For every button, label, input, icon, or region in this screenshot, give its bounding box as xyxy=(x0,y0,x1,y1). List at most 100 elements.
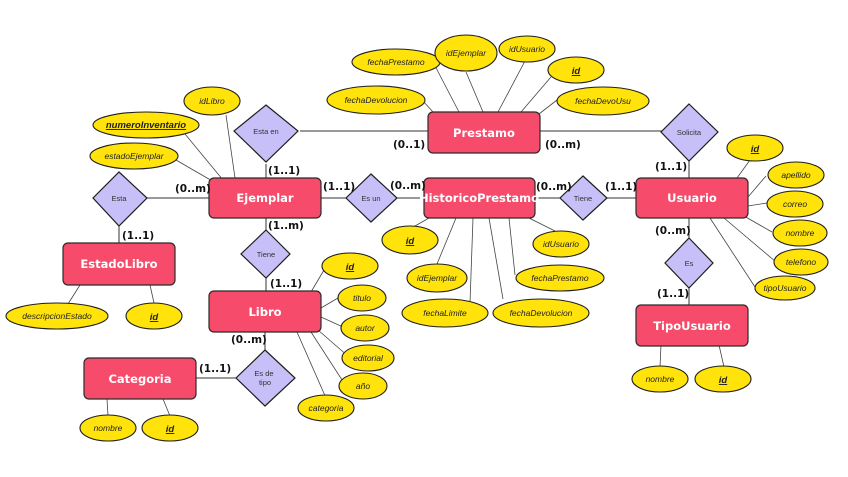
attribute-historico-fechalimite[interactable]: fechaLimite xyxy=(401,298,489,328)
cardinality-prestamo-esta-en: (0..1) xyxy=(393,139,425,151)
attribute-label: telefono xyxy=(786,257,817,267)
entity-label: Categoria xyxy=(108,372,171,386)
attribute-label: idUsuario xyxy=(543,239,579,249)
cardinality-libro-tiene: (1..1) xyxy=(270,278,302,290)
relationship-es[interactable]: Es xyxy=(664,237,714,289)
attribute-label: id xyxy=(166,424,175,435)
attribute-label: id xyxy=(346,262,355,273)
relationship-esta-en[interactable]: Esta en xyxy=(233,104,299,163)
cardinality-ejemplar-esta-en: (1..1) xyxy=(268,165,300,177)
attribute-historico-fechadevolucion[interactable]: fechaDevolucion xyxy=(492,298,590,328)
attribute-estadolibro-descripcionestado[interactable]: descripcionEstado xyxy=(5,302,109,330)
attribute-ejemplar-numeroinventario[interactable]: numeroInventario xyxy=(92,111,200,139)
attribute-label: idEjemplar xyxy=(446,48,487,58)
attribute-prestamo-idejemplar[interactable]: idEjemplar xyxy=(434,34,498,72)
cardinalities: (1..1) (0..1) (0..m) (1..1) (0..m) (1..1… xyxy=(122,139,691,375)
attribute-usuario-id[interactable]: id xyxy=(726,134,784,162)
attribute-prestamo-fechadevolucion[interactable]: fechaDevolucion xyxy=(326,85,426,115)
attribute-libro-editorial[interactable]: editorial xyxy=(341,344,395,372)
attribute-libro-id[interactable]: id xyxy=(321,252,379,280)
attribute-label: descripcionEstado xyxy=(22,311,92,321)
attribute-historico-idejemplar[interactable]: idEjemplar xyxy=(406,263,468,293)
attribute-usuario-tipousuario[interactable]: tipoUsuario xyxy=(754,275,816,301)
attribute-label: id xyxy=(406,236,415,247)
cardinality-prestamo-solicita: (0..m) xyxy=(545,139,581,151)
attribute-label: fechaDevolucion xyxy=(510,308,573,318)
relationship-label: Es xyxy=(685,259,694,268)
entity-tipousuario[interactable]: TipoUsuario xyxy=(635,304,749,347)
attribute-label: editorial xyxy=(353,353,384,363)
relationship-es-de-tipo[interactable]: Es de tipo xyxy=(235,349,296,407)
attribute-label: id xyxy=(719,375,728,386)
attribute-libro-categoria[interactable]: categoria xyxy=(297,394,355,422)
relationship-tiene-libro[interactable]: Tiene xyxy=(240,229,291,279)
cardinality-historico-tiene: (0..m) xyxy=(536,181,572,193)
relationship-solicita[interactable]: Solicita xyxy=(660,103,719,162)
attribute-tipousuario-id[interactable]: id xyxy=(694,365,752,393)
attribute-usuario-nombre[interactable]: nombre xyxy=(772,219,828,247)
attribute-label: idEjemplar xyxy=(417,273,458,283)
attribute-historico-fechaprestamo[interactable]: fechaPrestamo xyxy=(515,264,605,292)
attribute-label: id xyxy=(150,312,159,323)
attribute-label: nombre xyxy=(94,423,123,433)
relationship-es-un[interactable]: Es un xyxy=(345,173,398,223)
attribute-label: titulo xyxy=(353,293,371,303)
attribute-ejemplar-estadoejemplar[interactable]: estadoEjemplar xyxy=(89,142,179,170)
entity-estadolibro[interactable]: EstadoLibro xyxy=(62,242,176,286)
attribute-usuario-correo[interactable]: correo xyxy=(766,190,824,218)
attribute-label: fechaDevoUsu xyxy=(575,96,631,106)
attribute-prestamo-idusuario[interactable]: idUsuario xyxy=(498,35,556,63)
attribute-historico-id[interactable]: id xyxy=(381,225,439,255)
relationship-label-line2: tipo xyxy=(259,378,271,387)
attribute-tipousuario-nombre[interactable]: nombre xyxy=(631,365,689,393)
attribute-ejemplar-idlibro[interactable]: idLibro xyxy=(183,86,241,116)
attribute-usuario-telefono[interactable]: telefono xyxy=(773,248,829,276)
attribute-categoria-id[interactable]: id xyxy=(141,414,199,442)
attribute-libro-autor[interactable]: autor xyxy=(340,314,390,342)
attribute-label: autor xyxy=(355,323,376,333)
attribute-prestamo-id[interactable]: id xyxy=(547,56,605,84)
entity-label: Usuario xyxy=(667,191,717,205)
entity-label: Libro xyxy=(248,305,281,319)
relationship-label: Solicita xyxy=(677,128,702,137)
attribute-label: fechaPrestamo xyxy=(367,57,424,67)
entity-prestamo[interactable]: Prestamo xyxy=(427,111,541,154)
relationship-lines xyxy=(118,130,690,379)
attribute-label: id xyxy=(572,66,581,77)
attribute-label: tipoUsuario xyxy=(764,283,807,293)
cardinality-ejemplar-esta: (0..m) xyxy=(175,183,211,195)
entity-usuario[interactable]: Usuario xyxy=(635,177,749,219)
relationship-label: Esta xyxy=(111,194,127,203)
entity-libro[interactable]: Libro xyxy=(208,290,322,333)
attribute-historico-idusuario[interactable]: idUsuario xyxy=(532,230,590,258)
attribute-label: nombre xyxy=(786,228,815,238)
attribute-label: fechaPrestamo xyxy=(531,273,588,283)
entity-ejemplar[interactable]: Ejemplar xyxy=(208,177,322,219)
attribute-libro-titulo[interactable]: titulo xyxy=(337,284,387,312)
relationship-tiene-usuario[interactable]: Tiene xyxy=(559,175,608,221)
attribute-categoria-nombre[interactable]: nombre xyxy=(79,414,137,442)
attribute-usuario-apellido[interactable]: apellido xyxy=(767,161,825,189)
attribute-label: correo xyxy=(783,199,807,209)
entity-historicoprestamo[interactable]: HistoricoPrestamo xyxy=(419,177,539,219)
cardinality-usuario-tiene: (1..1) xyxy=(605,181,637,193)
attribute-label: idLibro xyxy=(199,96,225,106)
entity-categoria[interactable]: Categoria xyxy=(83,357,197,400)
attribute-libro-anio[interactable]: año xyxy=(338,372,388,400)
cardinality-categoria-es-de-tipo: (1..1) xyxy=(199,363,231,375)
attribute-label: categoria xyxy=(309,403,344,413)
relationship-label-line1: Es de xyxy=(254,369,273,378)
cardinality-libro-es-de-tipo: (0..m) xyxy=(231,334,267,346)
relationship-label: Es un xyxy=(361,194,380,203)
entity-label: Ejemplar xyxy=(236,191,294,205)
attribute-label: nombre xyxy=(646,374,675,384)
entity-label: HistoricoPrestamo xyxy=(419,191,539,205)
attribute-prestamo-fechaprestamo[interactable]: fechaPrestamo xyxy=(351,48,441,76)
attribute-label: estadoEjemplar xyxy=(104,151,164,161)
relationship-label: Tiene xyxy=(257,250,275,259)
attribute-label: año xyxy=(356,381,370,391)
attribute-prestamo-fechadevousu[interactable]: fechaDevoUsu xyxy=(556,86,650,116)
relationship-esta[interactable]: Esta xyxy=(92,171,148,227)
cardinality-usuario-solicita: (1..1) xyxy=(655,161,687,173)
attribute-estadolibro-id[interactable]: id xyxy=(125,302,183,330)
